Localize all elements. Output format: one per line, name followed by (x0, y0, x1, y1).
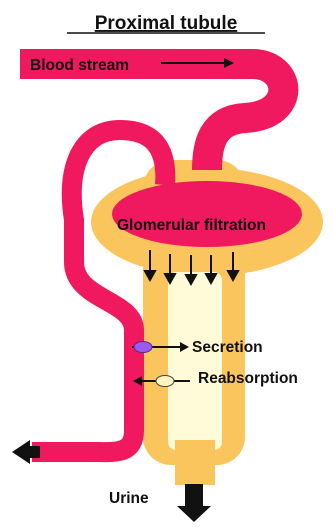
tubule-lumen (168, 272, 222, 450)
blood-stream-label: Blood stream (30, 57, 129, 74)
secretion-channel (134, 342, 152, 353)
urine-arrow (177, 484, 211, 522)
secretion-label: Secretion (192, 339, 263, 356)
glomerulus (112, 181, 302, 247)
glomerular-filtration-label: Glomerular filtration (117, 217, 266, 234)
collecting-duct (175, 440, 215, 485)
urine-label: Urine (109, 490, 149, 507)
reabsorption-label: Reabsorption (198, 370, 298, 387)
reabsorption-channel (156, 376, 174, 387)
diagram-title: Proximal tubule (95, 13, 238, 34)
